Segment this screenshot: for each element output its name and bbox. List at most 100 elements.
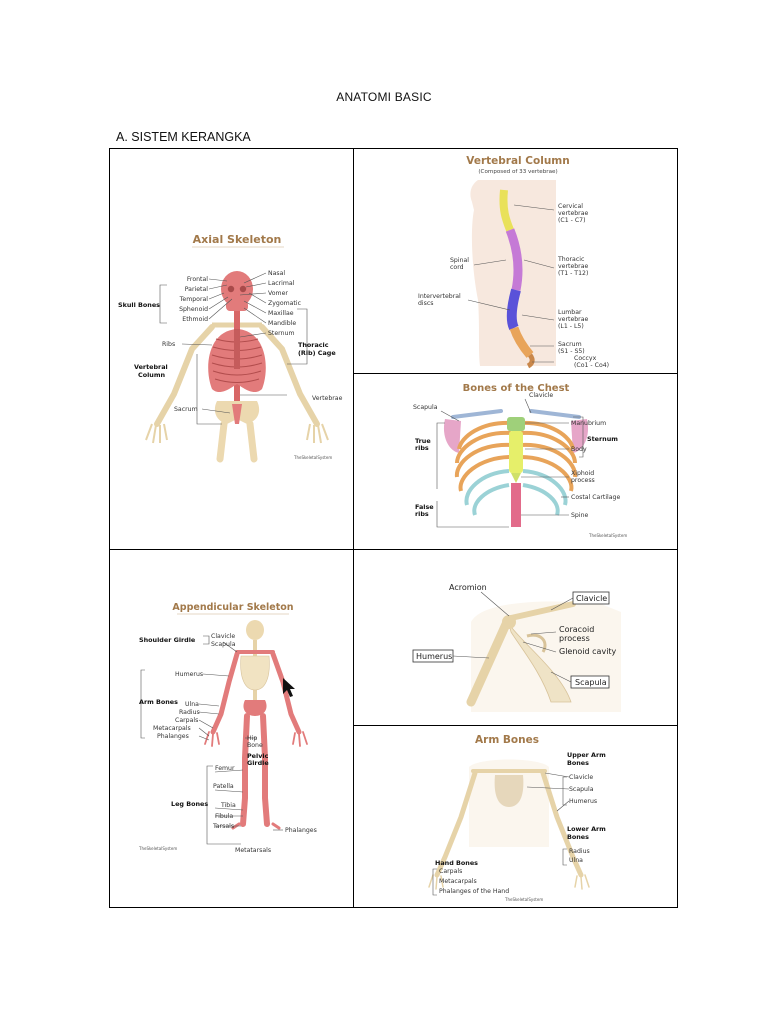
label-lumbar-3: (L1 - L5): [558, 323, 584, 330]
label-shoulder-girdle: Shoulder Girdle: [139, 636, 196, 644]
label-lacrimal: Lacrimal: [268, 280, 295, 287]
label-intervertebral-1: Intervertebral: [418, 293, 461, 300]
cell-shoulder: Acromion Clavicle Coracoid process Gleno…: [353, 548, 678, 726]
label-thoracic-2: vertebrae: [558, 263, 589, 270]
label-body: Body: [571, 446, 587, 453]
label-humerus-app: Humerus: [175, 671, 203, 678]
ribs-illustration: [454, 421, 577, 517]
skull-illustration: [220, 270, 253, 311]
label-carpals: Carpals: [175, 717, 198, 724]
appendicular-bones-illustration: [203, 650, 308, 830]
label-lower-arm-1: Lower Arm: [567, 825, 606, 833]
label-fibula: Fibula: [215, 813, 233, 820]
label-tibia: Tibia: [220, 802, 236, 809]
label-zygomatic: Zygomatic: [268, 300, 302, 307]
vertebral-column-figure: Vertebral Column (Composed of 33 vertebr…: [418, 155, 609, 369]
label-sternum: Sternum: [268, 330, 294, 337]
cell-bones-of-chest: Bones of the Chest: [353, 373, 678, 550]
cell-arm-bones: Arm Bones: [353, 724, 678, 909]
label-manubrium: Manubrium: [571, 420, 606, 427]
label-frontal: Frontal: [186, 276, 207, 283]
label-acromion-text: Acromion: [449, 583, 487, 592]
label-coracoid-2: process: [559, 634, 590, 643]
label-ulna: Ulna: [185, 701, 199, 708]
label-clavicle-chest: Clavicle: [529, 392, 553, 399]
arm-bones-figure: Arm Bones: [427, 734, 606, 902]
arm-illustration: [427, 769, 590, 891]
label-lumbar-2: vertebrae: [558, 316, 589, 323]
label-femur: Femur: [215, 765, 235, 772]
label-upper-arm-1: Upper Arm: [567, 751, 606, 759]
label-humerus-arm: Humerus: [569, 798, 597, 805]
label-lower-arm-2: Bones: [567, 833, 589, 841]
label-metatarsals: Metatarsals: [235, 847, 271, 854]
vertebral-title: Vertebral Column: [466, 155, 569, 167]
label-sphenoid: Sphenoid: [179, 306, 208, 313]
credit-chest: TheSkeletalSystem: [588, 533, 627, 538]
label-leg-bones: Leg Bones: [171, 800, 208, 808]
label-thoracic-3: (T1 - T12): [558, 270, 588, 277]
label-ribs: Ribs: [162, 341, 175, 348]
appendicular-title: Appendicular Skeleton: [172, 602, 293, 613]
arm-title: Arm Bones: [475, 734, 539, 746]
label-ethmoid: Ethmoid: [182, 316, 208, 323]
label-intervertebral-2: discs: [418, 300, 434, 307]
section-heading: A. SISTEM KERANGKA: [116, 130, 251, 144]
pelvis-illustration: [214, 400, 259, 463]
mouse-cursor-icon: [282, 678, 295, 698]
label-skull-bones: Skull Bones: [118, 301, 160, 309]
spine-illustration: [499, 189, 535, 369]
credit-axial: TheSkeletalSystem: [293, 455, 332, 460]
label-tarsals: Tarsals: [212, 823, 234, 830]
label-metacarpals-arm: Metacarpals: [439, 878, 477, 885]
label-true-ribs-2: ribs: [415, 444, 429, 452]
label-scapula-shoulder: Scapula: [575, 678, 607, 687]
shoulder-bones-illustration: [466, 601, 576, 707]
label-xiphoid-1: Xiphoid: [571, 470, 594, 477]
label-scapula-chest: Scapula: [413, 404, 438, 411]
credit-arm: TheSkeletalSystem: [504, 897, 543, 902]
cell-appendicular-skeleton: Appendicular Skeleton: [109, 548, 354, 908]
label-patella: Patella: [213, 783, 234, 790]
label-phalanges-hand: Phalanges of the Hand: [439, 888, 509, 895]
label-hand-bones: Hand Bones: [435, 859, 478, 867]
label-thoracic-cage: Thoracic: [298, 341, 329, 349]
label-carpals-arm: Carpals: [439, 868, 462, 875]
label-parietal: Parietal: [184, 286, 208, 293]
label-pelvic-girdle-2: Girdle: [247, 759, 269, 767]
label-vertebral-column: Vertebral: [134, 363, 168, 371]
label-xiphoid-2: process: [571, 477, 595, 484]
bones-of-chest-figure: Bones of the Chest: [413, 383, 627, 538]
cell-axial-skeleton: Axial Skeleton: [109, 148, 354, 550]
label-spine: Spine: [571, 512, 588, 519]
label-coccyx-2: (Co1 - Co4): [574, 362, 609, 369]
label-radius: Radius: [179, 709, 200, 716]
label-clavicle-app: Clavicle: [211, 633, 235, 640]
label-phalanges: Phalanges: [157, 733, 189, 740]
axial-title: Axial Skeleton: [192, 233, 281, 246]
label-cervical-1: Cervical: [558, 203, 583, 210]
label-clavicle-shoulder: Clavicle: [576, 594, 607, 603]
label-metacarpals: Metacarpals: [153, 725, 191, 732]
label-cervical-2: vertebrae: [558, 210, 589, 217]
label-vertebrae: Vertebrae: [312, 395, 343, 402]
label-maxillae: Maxillae: [268, 310, 294, 317]
label-thoracic-cage-2: (Rib) Cage: [298, 349, 336, 357]
label-radius-arm: Radius: [569, 848, 590, 855]
label-scapula-app: Scapula: [211, 641, 236, 648]
label-phalanges-leg: Phalanges: [285, 827, 317, 834]
label-clavicle-arm: Clavicle: [569, 774, 593, 781]
label-ulna-arm: Ulna: [569, 857, 583, 864]
label-cervical-3: (C1 - C7): [558, 217, 586, 224]
label-humerus-shoulder: Humerus: [416, 652, 452, 661]
label-spinal-cord-1: Spinal: [450, 257, 469, 264]
vertebral-subtitle: (Composed of 33 vertebrae): [478, 169, 557, 175]
appendicular-skeleton-figure: Appendicular Skeleton: [138, 602, 317, 854]
label-lumbar-1: Lumbar: [558, 309, 582, 316]
label-sacrum-v2: (S1 - S5): [558, 348, 585, 355]
label-scapula-arm: Scapula: [569, 786, 594, 793]
rib-cage-illustration: [207, 328, 266, 392]
label-glenoid: Glenoid cavity: [559, 647, 617, 656]
label-thoracic-1: Thoracic: [557, 256, 585, 263]
label-upper-arm-2: Bones: [567, 759, 589, 767]
